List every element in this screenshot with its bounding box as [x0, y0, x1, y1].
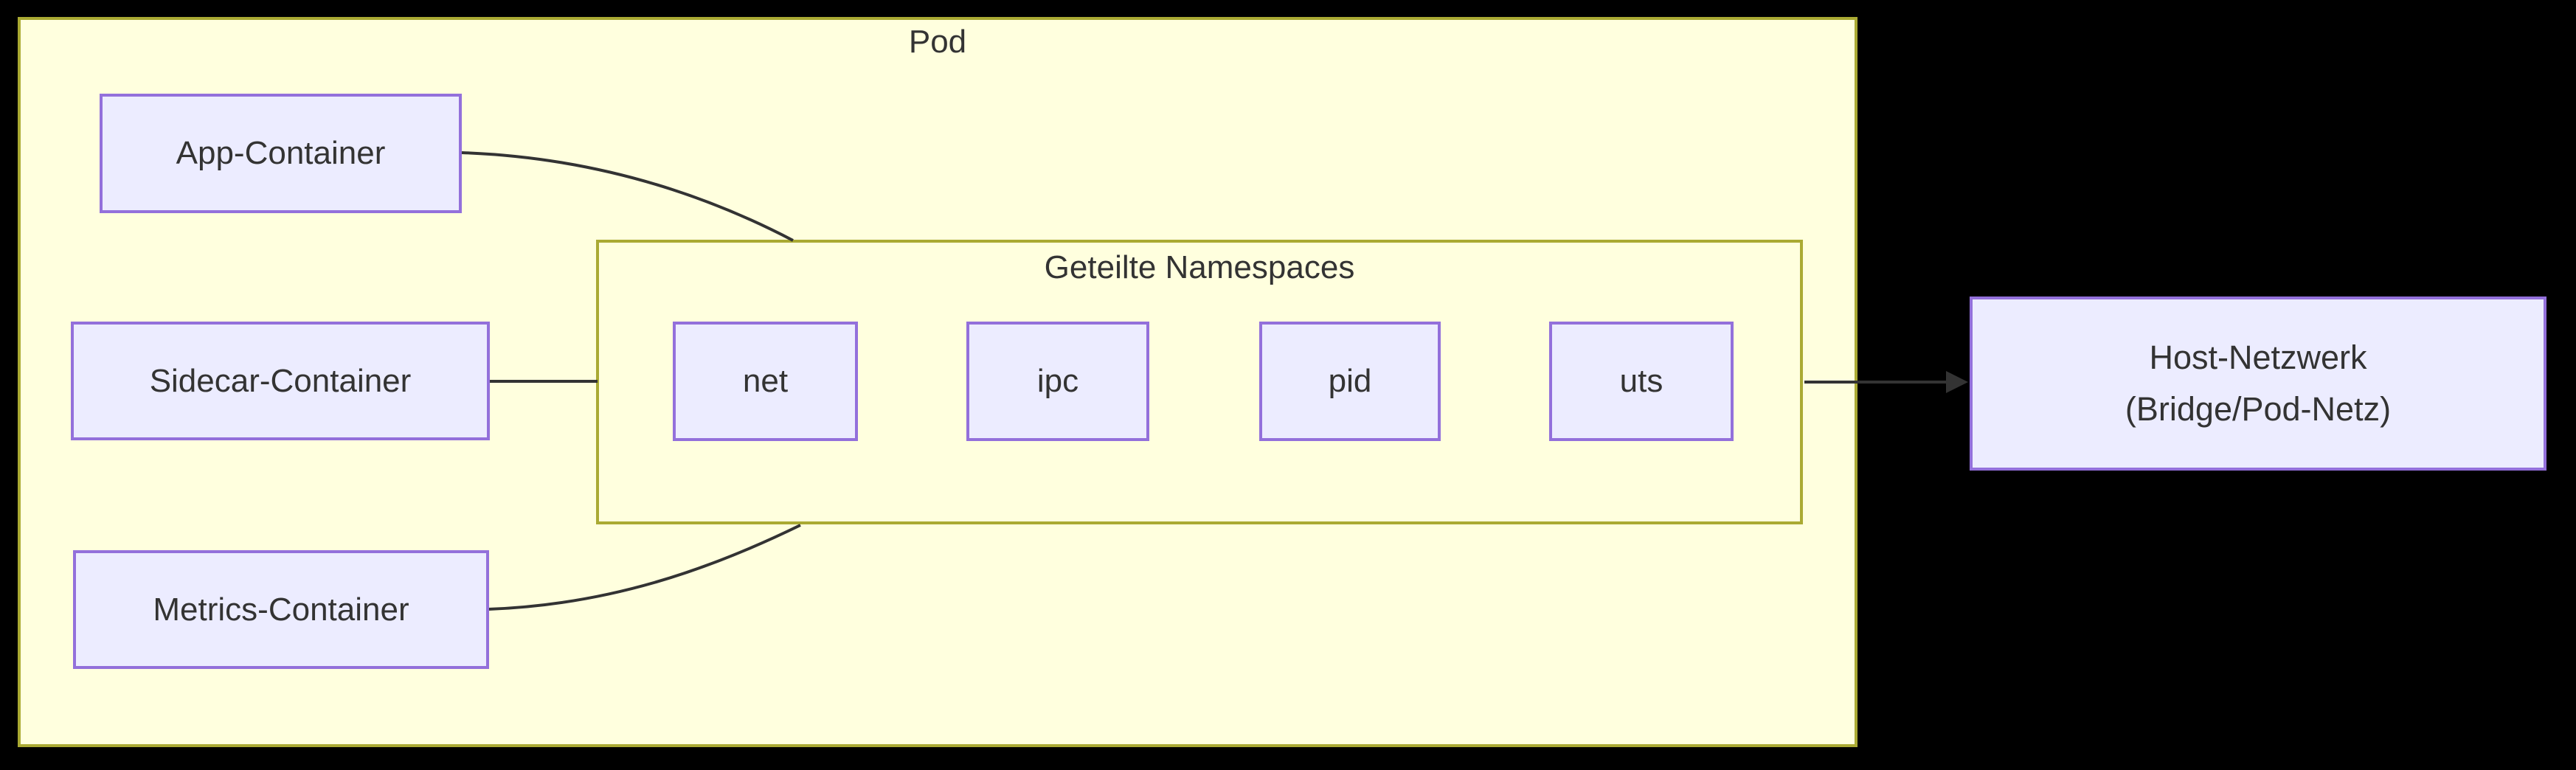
node-metrics-container: Metrics-Container [73, 550, 489, 669]
node-host-network-label-line2: (Bridge/Pod-Netz) [2125, 390, 2392, 428]
node-ipc-namespace-label: ipc [1036, 363, 1079, 399]
node-app-container-label: App-Container [176, 135, 386, 171]
node-uts-namespace-label: uts [1619, 363, 1663, 399]
node-metrics-container-label: Metrics-Container [153, 591, 409, 628]
node-ipc-namespace: ipc [966, 322, 1149, 441]
pod-cluster-label: Pod [908, 24, 967, 60]
node-pid-namespace-label: pid [1328, 363, 1372, 399]
node-host-network: Host-Netzwerk (Bridge/Pod-Netz) [1970, 296, 2546, 471]
node-app-container: App-Container [100, 94, 462, 213]
namespaces-cluster-label: Geteilte Namespaces [1044, 249, 1355, 285]
node-uts-namespace: uts [1549, 322, 1734, 441]
node-sidecar-container-label: Sidecar-Container [149, 362, 412, 399]
node-net-namespace: net [673, 322, 858, 441]
node-pid-namespace: pid [1259, 322, 1441, 441]
node-sidecar-container: Sidecar-Container [71, 322, 490, 440]
arrowhead-namespaces-to-host [1946, 371, 1968, 393]
node-net-namespace-label: net [742, 363, 789, 399]
node-host-network-label-line1: Host-Netzwerk [2149, 339, 2367, 376]
